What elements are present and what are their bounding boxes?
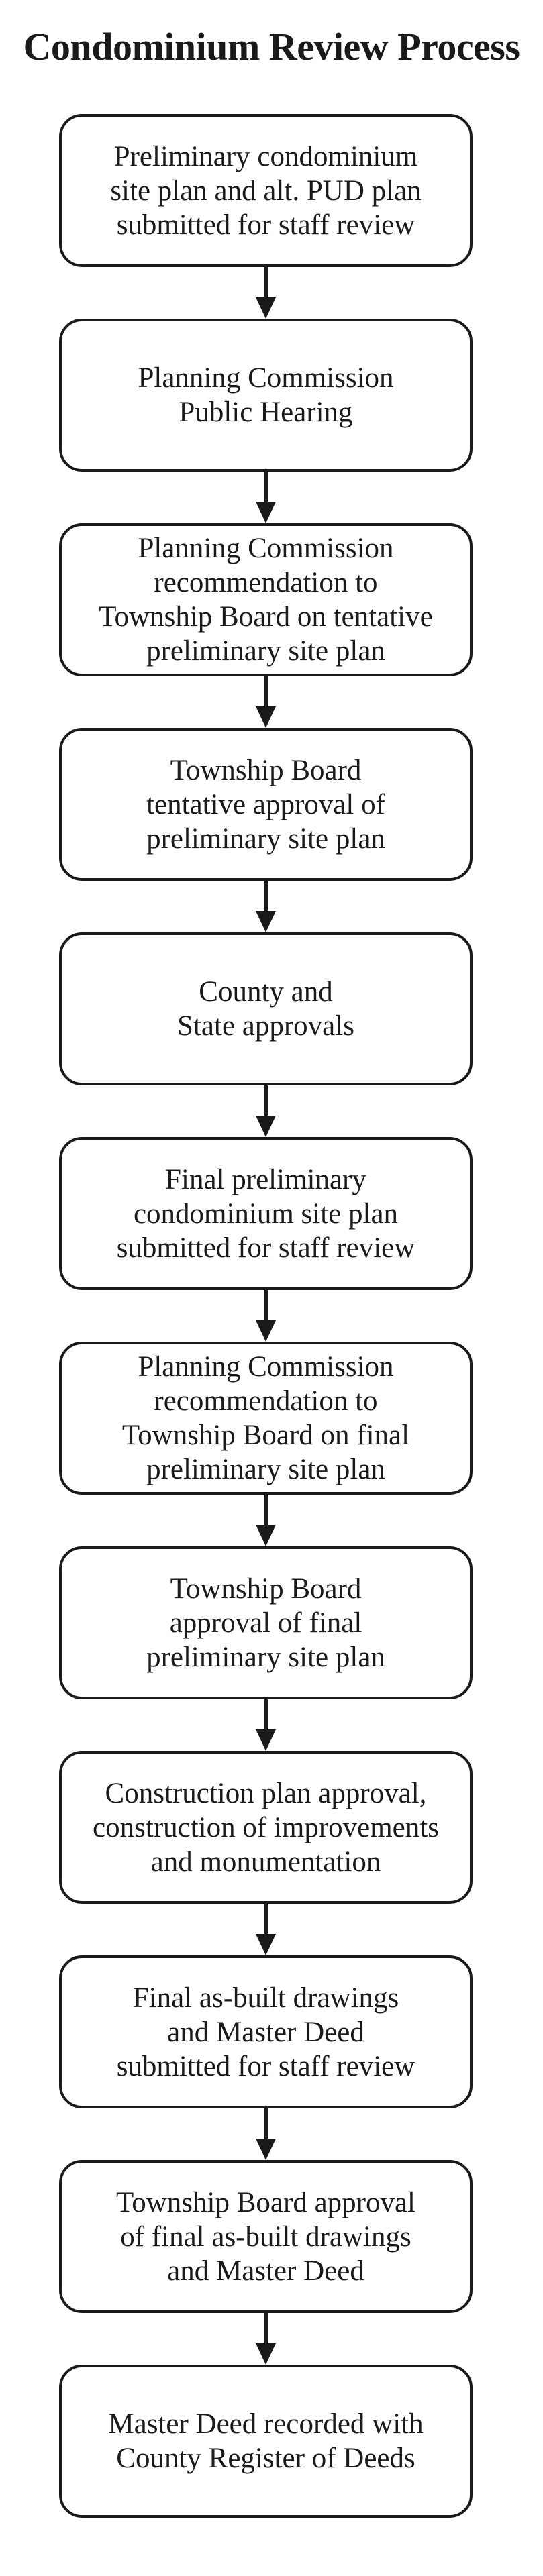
arrow-head bbox=[256, 502, 276, 523]
flow-step-label: Planning Commission recommendation to To… bbox=[121, 1351, 410, 1485]
flow-step-label: Planning Commission recommendation to To… bbox=[99, 533, 433, 667]
arrow-head bbox=[256, 706, 276, 728]
arrow-head bbox=[256, 2139, 276, 2160]
flow-step-4: Township Board tentative approval of pre… bbox=[59, 728, 473, 881]
flow-step-label: Construction plan approval, construction… bbox=[93, 1777, 439, 1878]
flow-step-label: Final as-built drawings and Master Deed … bbox=[116, 1982, 415, 2082]
down-arrow-icon bbox=[256, 2108, 276, 2160]
down-arrow-icon bbox=[256, 472, 276, 523]
flow-step-label: Final preliminary condominium site plan … bbox=[116, 1163, 415, 1264]
flow-step-9: Construction plan approval, construction… bbox=[59, 1751, 473, 1904]
flow-step-5: County and State approvals bbox=[59, 932, 473, 1085]
arrow-shaft bbox=[264, 1085, 268, 1116]
arrow-shaft bbox=[264, 472, 268, 502]
arrow-head bbox=[256, 1116, 276, 1137]
page-title: Condominium Review Process bbox=[23, 25, 520, 68]
flowchart: Preliminary condominium site plan and al… bbox=[59, 114, 473, 2518]
flow-step-label: County and State approvals bbox=[177, 976, 354, 1042]
arrow-head bbox=[256, 1729, 276, 1751]
arrow-head bbox=[256, 297, 276, 319]
down-arrow-icon bbox=[256, 1904, 276, 1955]
down-arrow-icon bbox=[256, 1085, 276, 1137]
flow-step-label: Township Board tentative approval of pre… bbox=[146, 754, 385, 855]
flow-step-1: Preliminary condominium site plan and al… bbox=[59, 114, 473, 267]
arrow-shaft bbox=[264, 2108, 268, 2139]
flow-step-2: Planning Commission Public Hearing bbox=[59, 319, 473, 472]
flow-step-8: Township Board approval of final prelimi… bbox=[59, 1546, 473, 1699]
flow-step-label: Preliminary condominium site plan and al… bbox=[110, 140, 422, 241]
flow-step-12: Master Deed recorded with County Registe… bbox=[59, 2365, 473, 2518]
flow-step-6: Final preliminary condominium site plan … bbox=[59, 1137, 473, 1290]
arrow-shaft bbox=[264, 2313, 268, 2344]
arrow-head bbox=[256, 2343, 276, 2365]
flow-step-10: Final as-built drawings and Master Deed … bbox=[59, 1955, 473, 2108]
down-arrow-icon bbox=[256, 1290, 276, 1342]
down-arrow-icon bbox=[256, 2313, 276, 2365]
flow-step-label: Township Board approval of final prelimi… bbox=[146, 1572, 385, 1673]
down-arrow-icon bbox=[256, 676, 276, 728]
arrow-shaft bbox=[264, 1495, 268, 1525]
flow-step-label: Planning Commission Public Hearing bbox=[138, 362, 394, 428]
arrow-shaft bbox=[264, 1904, 268, 1935]
down-arrow-icon bbox=[256, 1495, 276, 1546]
arrow-shaft bbox=[264, 676, 268, 707]
arrow-shaft bbox=[264, 881, 268, 912]
arrow-head bbox=[256, 1934, 276, 1955]
arrow-shaft bbox=[264, 267, 268, 298]
flow-step-3: Planning Commission recommendation to To… bbox=[59, 523, 473, 676]
arrow-shaft bbox=[264, 1290, 268, 1321]
down-arrow-icon bbox=[256, 881, 276, 932]
arrow-shaft bbox=[264, 1699, 268, 1730]
down-arrow-icon bbox=[256, 1699, 276, 1751]
flow-step-label: Township Board approval of final as-buil… bbox=[115, 2186, 416, 2287]
arrow-head bbox=[256, 1320, 276, 1342]
flow-step-label: Master Deed recorded with County Registe… bbox=[108, 2408, 424, 2474]
flow-step-7: Planning Commission recommendation to To… bbox=[59, 1342, 473, 1495]
arrow-head bbox=[256, 1525, 276, 1546]
down-arrow-icon bbox=[256, 267, 276, 319]
flow-step-11: Township Board approval of final as-buil… bbox=[59, 2160, 473, 2313]
arrow-head bbox=[256, 911, 276, 932]
